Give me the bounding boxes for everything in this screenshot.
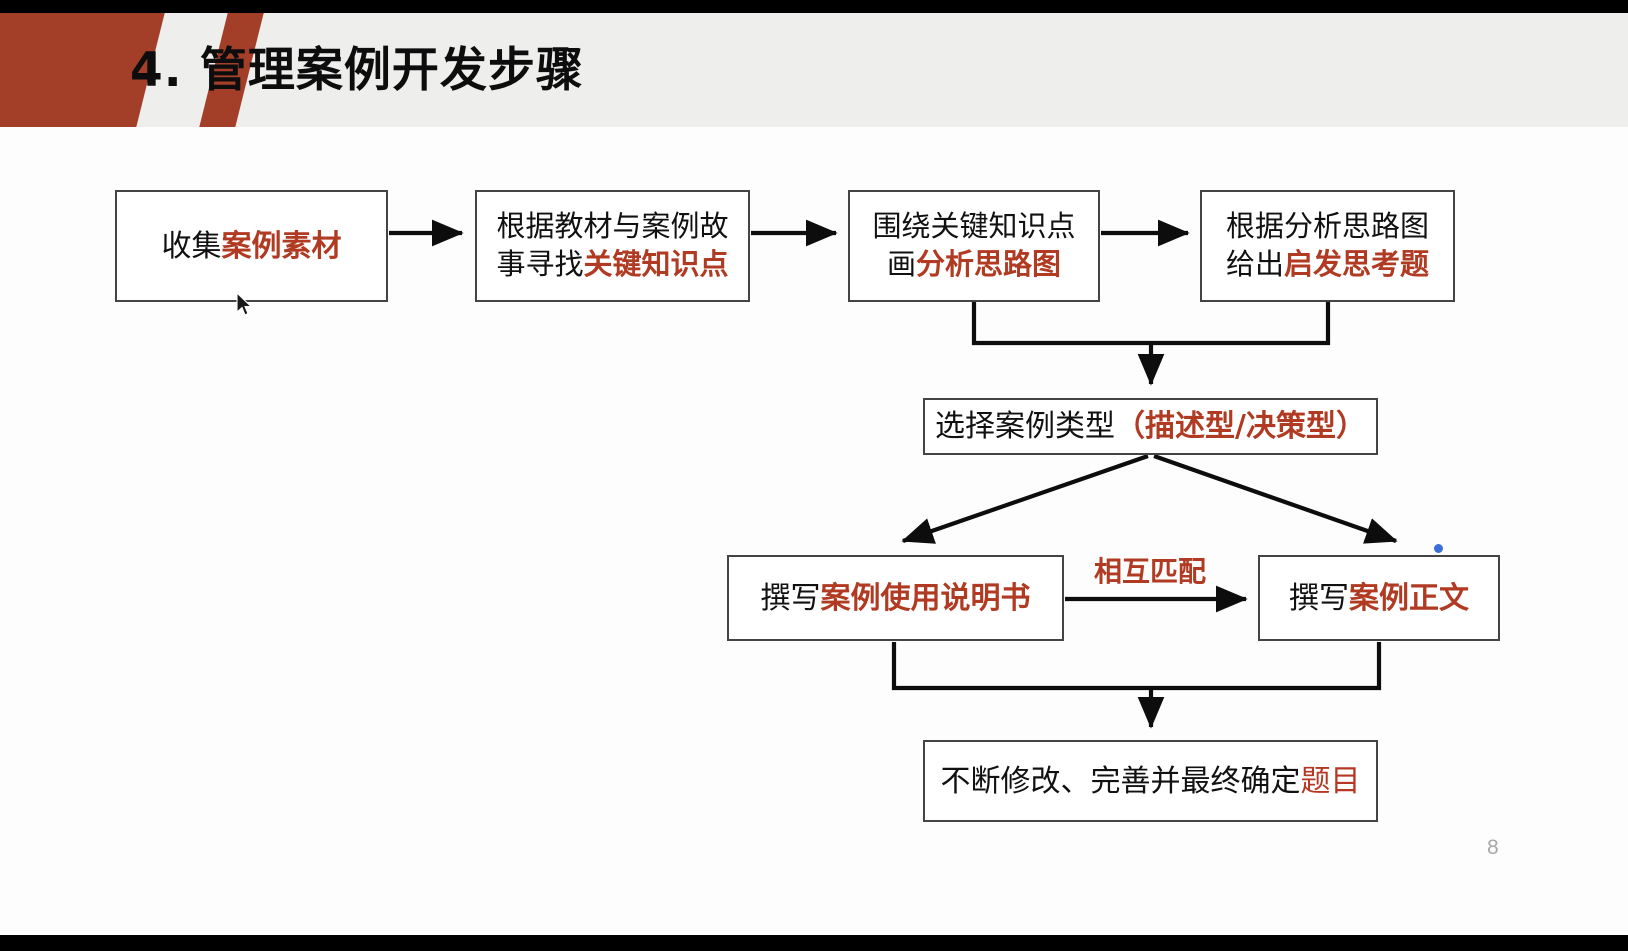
flow-node-case-manual-line-1: 撰写案例使用说明书 xyxy=(761,579,1031,618)
text-plain: 画 xyxy=(886,247,916,281)
text-highlight: 案例正文 xyxy=(1349,580,1469,616)
text-highlight: 关键知识点 xyxy=(583,247,729,281)
text-plain: 撰写 xyxy=(760,580,821,616)
flowchart: 收集案例素材 根据教材与案例故 事寻找关键知识点 围绕关键知识点 画分析思路图 … xyxy=(0,13,1628,935)
text-highlight: 案例素材 xyxy=(221,228,342,264)
text-plain: 撰写 xyxy=(1289,580,1349,616)
flow-node-keypoint-line-2: 画分析思路图 xyxy=(887,246,1061,284)
edge-merge-row1 xyxy=(971,302,1331,346)
flow-node-case-body-line-1: 撰写案例正文 xyxy=(1289,579,1469,618)
flow-node-finalize-topic-line-1: 不断修改、完善并最终确定题目 xyxy=(941,762,1361,801)
flow-node-keypoint[interactable]: 围绕关键知识点 画分析思路图 xyxy=(848,190,1100,302)
text-plain: 选择案例类型 xyxy=(935,409,1116,444)
flow-node-finalize-topic[interactable]: 不断修改、完善并最终确定题目 xyxy=(923,740,1378,822)
text-plain: 给出 xyxy=(1225,247,1284,281)
flow-node-textbook[interactable]: 根据教材与案例故 事寻找关键知识点 xyxy=(475,190,750,302)
text-plain: 围绕关键知识点 xyxy=(872,209,1076,244)
text-plain: 根据分析思路图 xyxy=(1225,209,1429,244)
text-plain: 收集 xyxy=(161,228,222,264)
flowchart-connectors xyxy=(389,219,1398,729)
flow-node-case-manual[interactable]: 撰写案例使用说明书 xyxy=(727,555,1064,641)
flow-node-think-question-line-2: 给出启发思考题 xyxy=(1226,246,1429,284)
text-highlight: 题目 xyxy=(1300,763,1361,799)
flow-node-case-type-line-1: 选择案例类型（描述型/决策型） xyxy=(935,407,1366,446)
edge-label-mutual-match: 相互匹配 xyxy=(1094,555,1207,588)
text-highlight: 分析思路图 xyxy=(916,247,1062,281)
flow-node-collect-line-1: 收集案例素材 xyxy=(162,227,342,266)
mouse-cursor xyxy=(236,292,253,316)
text-highlight: （描述型/决策型） xyxy=(1115,409,1366,444)
edge-casetype-to-maintext xyxy=(1153,454,1398,544)
flow-node-textbook-line-1: 根据教材与案例故 xyxy=(496,208,728,246)
page-title: 4. 管理案例开发步骤 xyxy=(130,43,584,98)
edge-merge-row3 xyxy=(891,642,1382,691)
edge-casetype-to-manual xyxy=(901,454,1149,544)
text-plain: 不断修改、完善并最终确定 xyxy=(940,763,1301,799)
text-highlight: 启发思考题 xyxy=(1284,247,1430,281)
flow-node-case-body[interactable]: 撰写案例正文 xyxy=(1258,555,1500,641)
text-plain: 根据教材与案例故 xyxy=(496,209,729,244)
slide-header xyxy=(0,13,1628,127)
flow-node-keypoint-line-1: 围绕关键知识点 xyxy=(872,208,1075,246)
text-highlight: 案例使用说明书 xyxy=(820,580,1031,616)
flow-node-case-type[interactable]: 选择案例类型（描述型/决策型） xyxy=(923,398,1378,455)
flow-node-think-question-line-1: 根据分析思路图 xyxy=(1226,208,1429,246)
flow-node-textbook-line-2: 事寻找关键知识点 xyxy=(496,246,728,284)
laser-pointer-dot xyxy=(1434,544,1443,553)
text-plain: 事寻找 xyxy=(496,247,584,281)
page-number: 8 xyxy=(1487,836,1499,859)
flow-node-think-question[interactable]: 根据分析思路图 给出启发思考题 xyxy=(1200,190,1455,302)
flow-node-collect[interactable]: 收集案例素材 xyxy=(115,190,388,302)
